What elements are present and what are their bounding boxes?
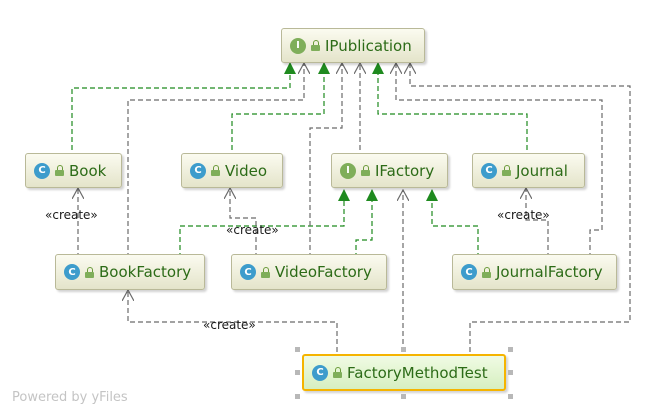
visibility-lock-icon: [482, 266, 491, 278]
node-book[interactable]: C Book: [25, 153, 122, 188]
selection-handle[interactable]: [295, 394, 300, 399]
node-label: VideoFactory: [275, 263, 372, 281]
create-label-video: «create»: [226, 223, 279, 237]
class-icon: C: [240, 264, 256, 280]
node-journal[interactable]: C Journal: [472, 153, 585, 188]
watermark-text: Powered by yFiles: [12, 390, 128, 405]
edge-bookfactory-uses-ipublication: [127, 63, 304, 258]
edge-book-implements-ipublication: [71, 62, 296, 158]
node-label: Book: [69, 161, 107, 180]
create-label-journal: «create»: [497, 208, 550, 222]
node-ifactory[interactable]: I IFactory: [331, 153, 448, 188]
visibility-lock-icon: [211, 165, 220, 176]
class-run-icon: C: [312, 364, 328, 381]
selection-handle[interactable]: [508, 370, 513, 375]
selection-handle[interactable]: [401, 347, 406, 352]
edge-bookfactory-implements-ifactory: [179, 189, 350, 258]
node-label: IFactory: [375, 161, 435, 180]
edge-journalfactory-uses-ipublication: [396, 63, 603, 258]
edge-videofactory-implements-ifactory: [355, 189, 378, 258]
selection-handle[interactable]: [508, 394, 513, 399]
class-icon: C: [64, 264, 80, 280]
edge-journalfactory-creates-journal: [526, 188, 549, 258]
class-icon: C: [190, 162, 206, 179]
edge-video-implements-ipublication: [231, 62, 330, 158]
interface-icon: I: [290, 37, 306, 54]
node-label: JournalFactory: [496, 263, 603, 281]
node-ipublication[interactable]: I IPublication: [281, 28, 425, 63]
node-factorymethodtest[interactable]: C FactoryMethodTest: [302, 354, 506, 391]
node-label: IPublication: [325, 36, 412, 55]
selection-handle[interactable]: [295, 370, 300, 375]
selection-handle[interactable]: [295, 347, 300, 352]
edge-videofactory-uses-ipublication: [309, 63, 342, 258]
class-icon: C: [34, 162, 50, 179]
visibility-lock-icon: [55, 165, 64, 176]
visibility-lock-icon: [311, 40, 320, 51]
node-bookfactory[interactable]: C BookFactory: [55, 254, 205, 290]
node-video[interactable]: C Video: [181, 153, 283, 188]
edge-videofactory-creates-video: [230, 188, 257, 258]
class-icon: C: [481, 162, 497, 179]
class-icon: C: [461, 264, 477, 280]
visibility-lock-icon: [85, 266, 94, 278]
edge-test-uses-ipublication: [410, 63, 631, 352]
edge-journal-implements-ipublication: [372, 62, 528, 158]
node-label: FactoryMethodTest: [347, 363, 488, 382]
edge-journalfactory-implements-ifactory: [426, 189, 479, 258]
create-label-test: «create»: [203, 318, 256, 332]
visibility-lock-icon: [361, 165, 370, 176]
selection-handle[interactable]: [401, 394, 406, 399]
interface-icon: I: [340, 162, 356, 179]
node-label: Video: [225, 161, 268, 180]
visibility-lock-icon: [502, 165, 511, 176]
node-journalfactory[interactable]: C JournalFactory: [452, 254, 617, 290]
node-label: BookFactory: [99, 263, 192, 281]
visibility-lock-icon: [333, 367, 342, 378]
selection-handle[interactable]: [508, 347, 513, 352]
visibility-lock-icon: [261, 266, 270, 278]
create-label-book: «create»: [45, 208, 98, 222]
node-videofactory[interactable]: C VideoFactory: [231, 254, 387, 290]
node-label: Journal: [516, 161, 568, 180]
